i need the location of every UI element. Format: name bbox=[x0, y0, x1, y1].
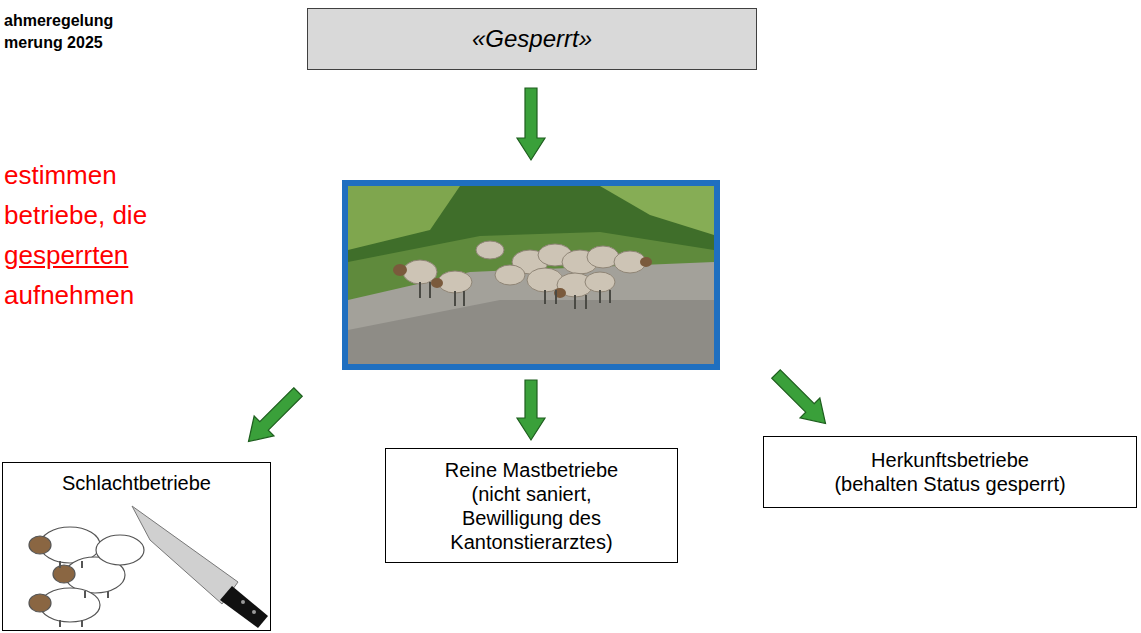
red-note: betriebe, die bbox=[4, 200, 147, 231]
sheep-photo bbox=[345, 183, 717, 367]
red-note: estimmen bbox=[4, 160, 117, 191]
box-text: «Gesperrt» bbox=[472, 25, 592, 54]
box-text: Schlachtbetriebe bbox=[62, 471, 211, 495]
diagonal-arrow bbox=[239, 382, 308, 451]
destination-box: Reine Mastbetriebe (nicht saniert, Bewil… bbox=[385, 448, 678, 563]
destination-box: Schlachtbetriebe bbox=[2, 462, 271, 631]
down-arrow bbox=[517, 88, 545, 160]
red-note: gesperrten bbox=[4, 240, 128, 271]
heading-fragment: ahmeregelung bbox=[4, 12, 113, 30]
green-arrows bbox=[239, 88, 836, 451]
down-arrow bbox=[517, 380, 545, 440]
sheep-cartoon bbox=[29, 506, 268, 628]
box-text: Reine Mastbetriebe (nicht saniert, Bewil… bbox=[432, 458, 632, 554]
destination-box: Herkunftsbetriebe (behalten Status gespe… bbox=[763, 436, 1137, 508]
red-note: aufnehmen bbox=[4, 280, 134, 311]
diagonal-arrow bbox=[766, 364, 835, 433]
status-box: «Gesperrt» bbox=[307, 8, 757, 70]
box-text: Herkunftsbetriebe (behalten Status gespe… bbox=[830, 448, 1070, 496]
heading-fragment: merung 2025 bbox=[4, 34, 103, 52]
